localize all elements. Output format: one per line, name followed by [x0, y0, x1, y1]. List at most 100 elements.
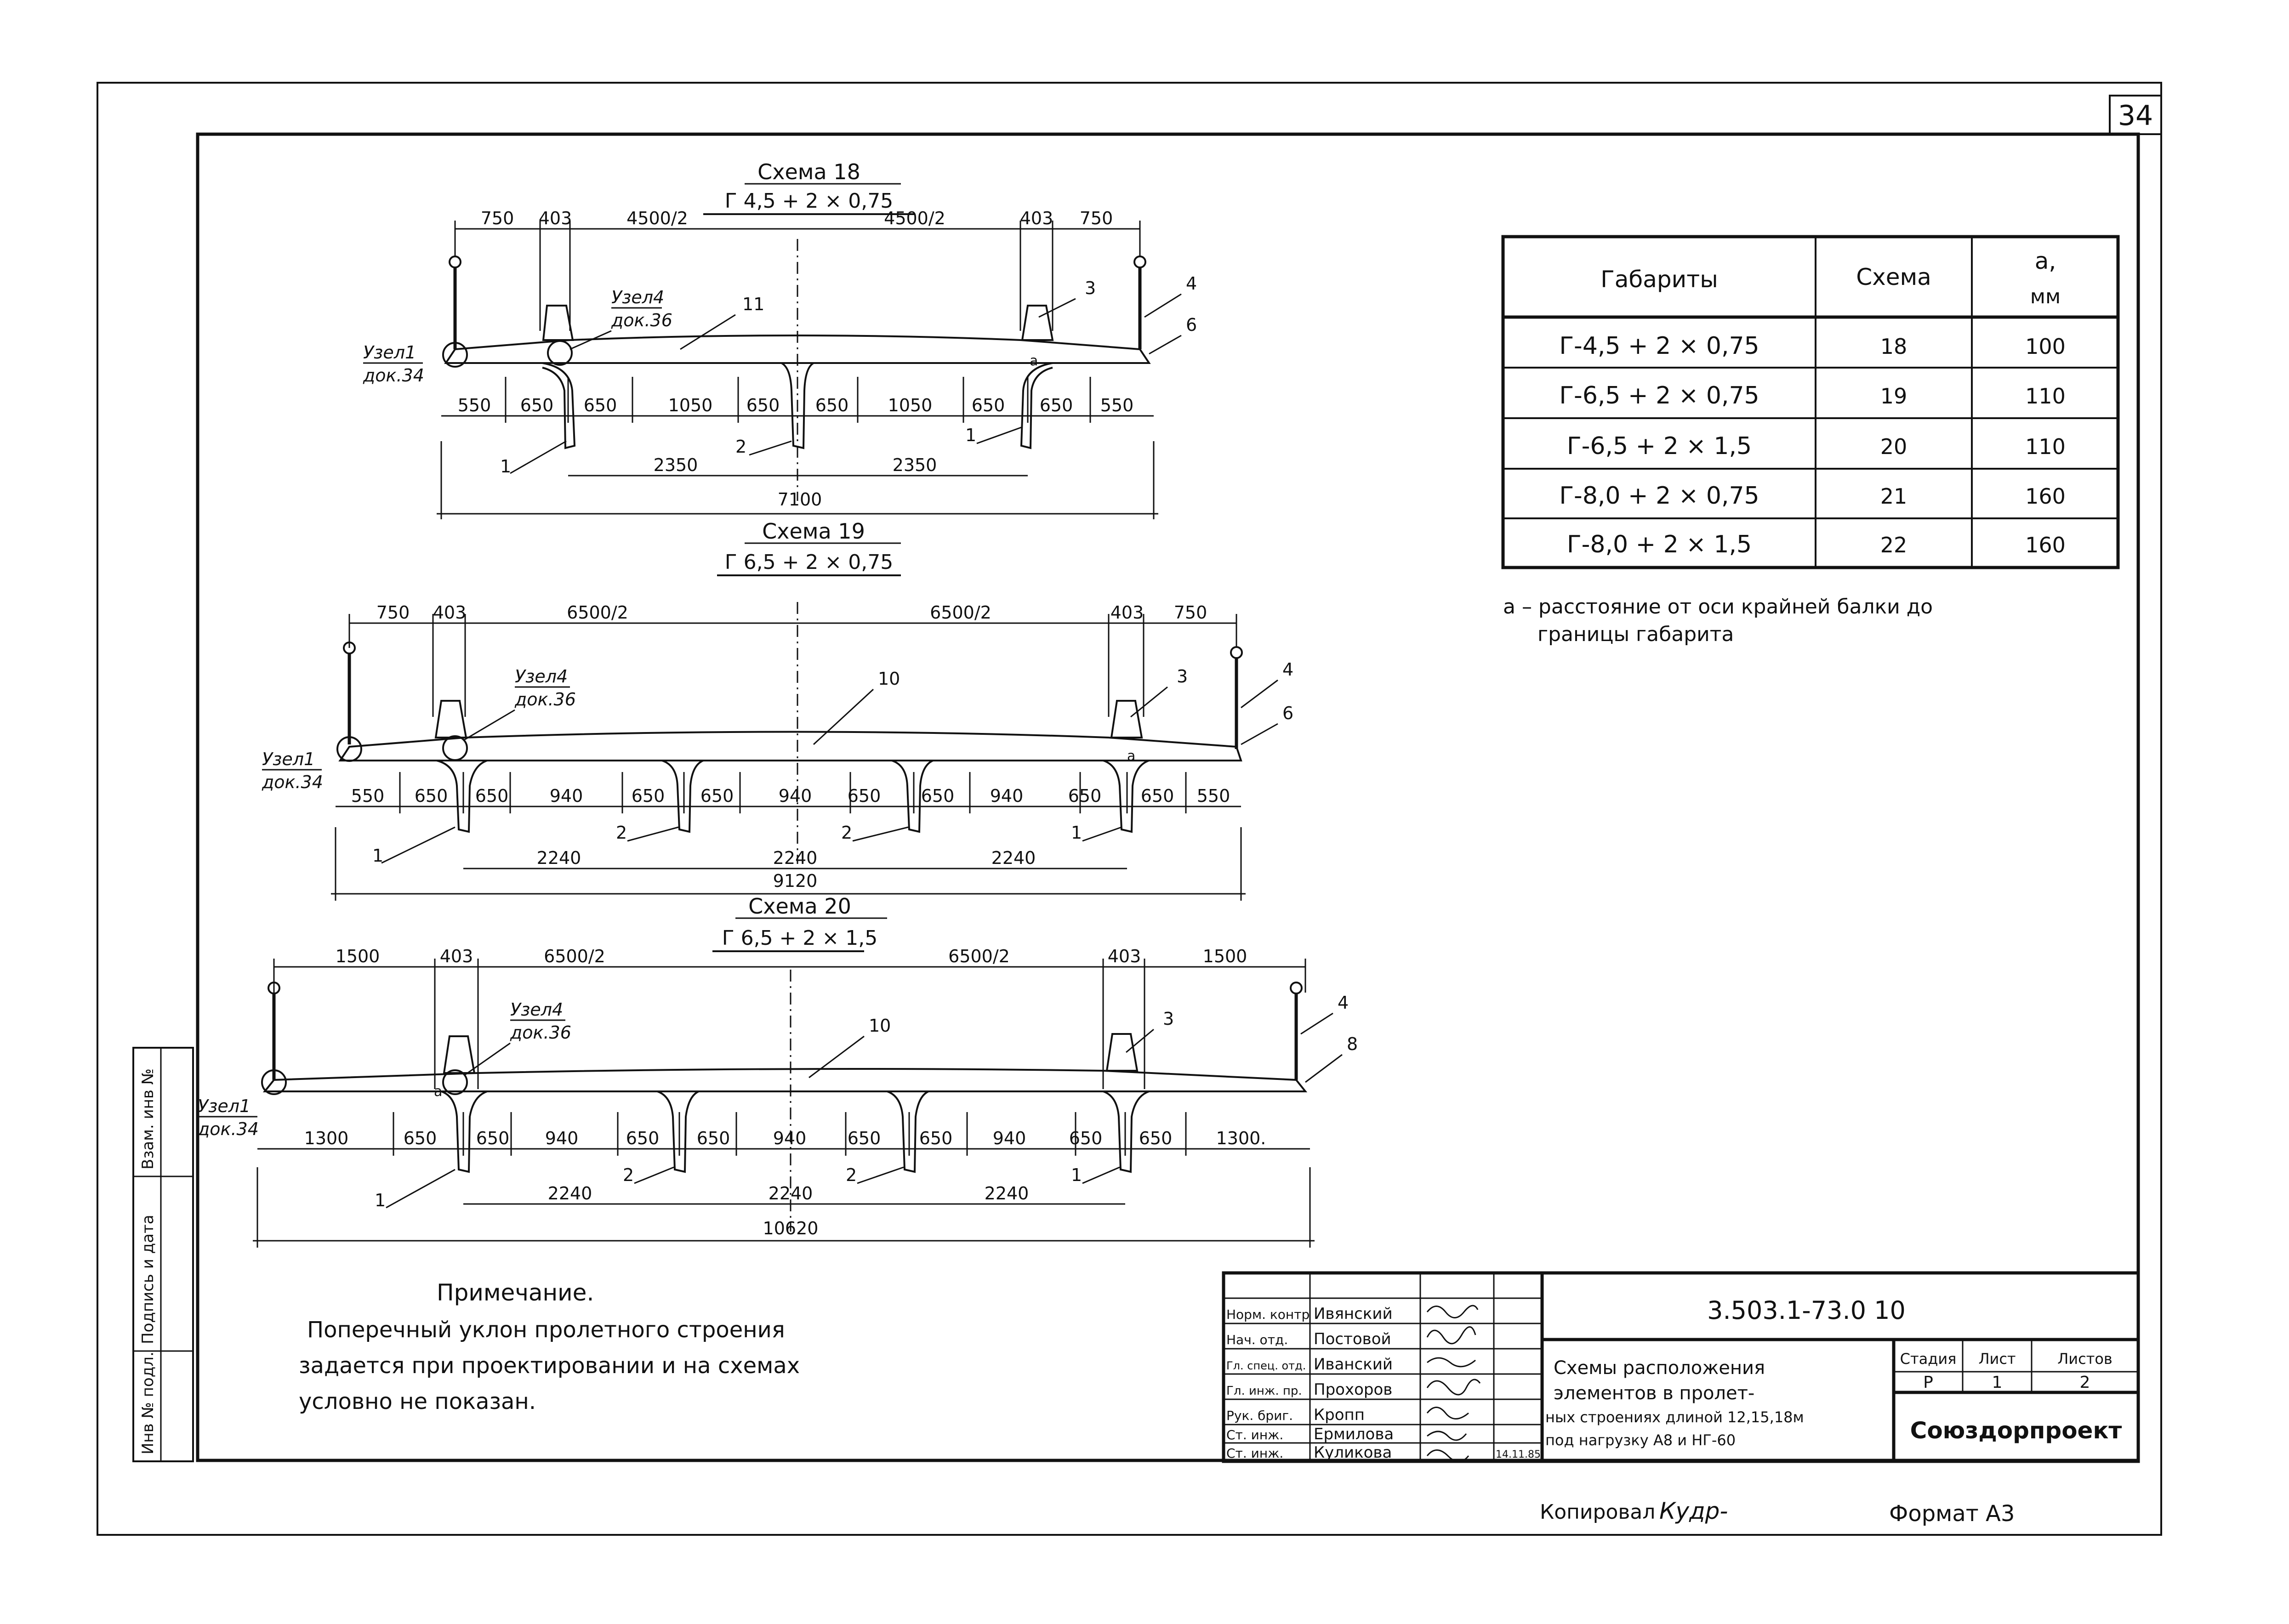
node1-label: Узел1	[198, 1096, 251, 1116]
tb-name: Прохоров	[1314, 1380, 1392, 1399]
table-cell: Г-8,0 + 2 × 1,5	[1567, 531, 1752, 558]
dim-beam-spacing: 2240	[537, 848, 581, 868]
curb	[1110, 700, 1143, 738]
callout-4: 4	[1338, 993, 1349, 1013]
doc-title-line1: Схемы расположения	[1554, 1357, 1765, 1379]
table-cell: 110	[2025, 434, 2066, 459]
dim-top: 4500/2	[626, 208, 688, 228]
dim-bottom: 550	[1100, 395, 1134, 415]
table-cell: 18	[1880, 334, 1908, 359]
dim-total: 9120	[773, 871, 818, 891]
tb-name: Ивянский	[1314, 1305, 1393, 1323]
copied-label: Копировал	[1540, 1500, 1655, 1524]
title-block: Норм. контр Нач. отд. Гл. спец. отд. Гл.…	[1222, 1271, 2140, 1463]
callout-3: 3	[1163, 1009, 1174, 1029]
tb-stage-header: Стадия	[1900, 1350, 1957, 1368]
general-note: Примечание. Поперечный уклон пролетного …	[299, 1279, 800, 1414]
dim-top: 1500	[1203, 946, 1247, 966]
tb-organization: Союздорпроект	[1910, 1417, 2122, 1444]
callout-1: 1	[1071, 823, 1082, 843]
node1-doc: док.34	[363, 365, 424, 386]
sheet-number: 34	[2118, 100, 2153, 132]
dim-beam-spacing: 2240	[985, 1183, 1029, 1204]
curb	[1021, 305, 1054, 341]
tb-role: Норм. контр	[1226, 1307, 1310, 1322]
dim-beam-spacing: 2240	[769, 1183, 813, 1204]
dim-bottom: 550	[458, 395, 491, 415]
table-header-scheme: Схема	[1856, 264, 1931, 290]
dim-top: 403	[539, 208, 572, 228]
note-line2: задается при проектировании и на схемах	[299, 1353, 800, 1379]
tb-name: Иванский	[1314, 1355, 1393, 1374]
table-cell: 22	[1880, 533, 1908, 557]
dim-a: a	[434, 1084, 442, 1100]
dim-top: 750	[376, 602, 410, 623]
dim-bottom: 650	[626, 1128, 660, 1148]
callout-1: 1	[500, 456, 511, 477]
node4-doc: док.36	[514, 689, 576, 710]
node4-marker	[442, 735, 468, 761]
tb-sheet: 1	[1992, 1373, 2003, 1392]
table-cell: 20	[1880, 434, 1908, 459]
dim-bottom: 650	[476, 1128, 510, 1148]
dim-bottom: 940	[990, 786, 1024, 806]
callout-2: 2	[846, 1165, 857, 1185]
tb-name: Куликова	[1314, 1443, 1392, 1462]
stamp-sign-date: Подпись и дата	[139, 1215, 157, 1344]
dim-bottom: 550	[351, 786, 385, 806]
node4-marker	[547, 340, 573, 366]
dim-top: 403	[440, 946, 473, 966]
node4-label: Узел4	[510, 999, 563, 1020]
dim-bottom: 650	[475, 786, 509, 806]
tb-sheets: 2	[2080, 1373, 2090, 1392]
dim-bottom: 650	[848, 786, 881, 806]
dim-beam-spacing: 2240	[991, 848, 1036, 868]
beam	[1020, 362, 1053, 449]
dim-bottom: 650	[415, 786, 448, 806]
table-cell: Г-4,5 + 2 × 0,75	[1559, 332, 1759, 360]
stamp-inv: Инв № подл.	[139, 1351, 157, 1454]
beam	[1103, 760, 1150, 833]
table-cell: Г-6,5 + 2 × 0,75	[1559, 382, 1759, 409]
dim-beam-spacing: 2350	[893, 455, 937, 475]
dim-bottom: 650	[1068, 786, 1102, 806]
note-title: Примечание.	[437, 1279, 594, 1306]
tb-role: Ст. инж.	[1226, 1427, 1283, 1442]
inner-frame	[196, 132, 2140, 1462]
callout-10: 10	[869, 1016, 891, 1036]
beam	[657, 1090, 699, 1173]
callout-10: 10	[878, 669, 900, 689]
scheme-title: Схема 19	[762, 519, 865, 544]
dim-top: 403	[1108, 946, 1141, 966]
tb-name: Кропп	[1314, 1406, 1365, 1424]
dim-a: a	[1030, 353, 1038, 369]
node1-label: Узел1	[262, 749, 315, 769]
tb-name: Ермилова	[1314, 1425, 1394, 1443]
beam	[780, 362, 814, 449]
dim-top: 6500/2	[930, 602, 991, 623]
dim-bottom: 940	[779, 786, 812, 806]
curb	[542, 305, 574, 341]
table-note-line2: границы габарита	[1537, 623, 1734, 646]
beam	[887, 1090, 929, 1173]
dim-top: 403	[1020, 208, 1053, 228]
dim-top: 1500	[336, 946, 380, 966]
table-cell: Г-8,0 + 2 × 0,75	[1559, 482, 1759, 510]
curb	[443, 1035, 476, 1074]
curb	[1105, 1033, 1139, 1072]
callout-2: 2	[841, 823, 852, 843]
sheet-number-box	[2109, 95, 2162, 135]
dim-bottom: 650	[919, 1128, 953, 1148]
beam	[436, 760, 488, 833]
dim-top: 750	[481, 208, 514, 228]
dim-top: 403	[1110, 602, 1144, 623]
dim-bottom: 650	[815, 395, 849, 415]
tb-role: Ст. инж.	[1226, 1446, 1283, 1461]
beam	[891, 760, 934, 833]
table-cell: 160	[2025, 484, 2066, 509]
dim-bottom: 650	[746, 395, 780, 415]
scheme-18: Схема 18 Г 4,5 + 2 × 0,75 750 403 4500/2…	[363, 159, 1197, 519]
tb-date: 14.11.85	[1496, 1449, 1541, 1460]
scheme-gauge: Г 6,5 + 2 × 1,5	[722, 926, 877, 950]
callout-8: 8	[1347, 1034, 1358, 1054]
